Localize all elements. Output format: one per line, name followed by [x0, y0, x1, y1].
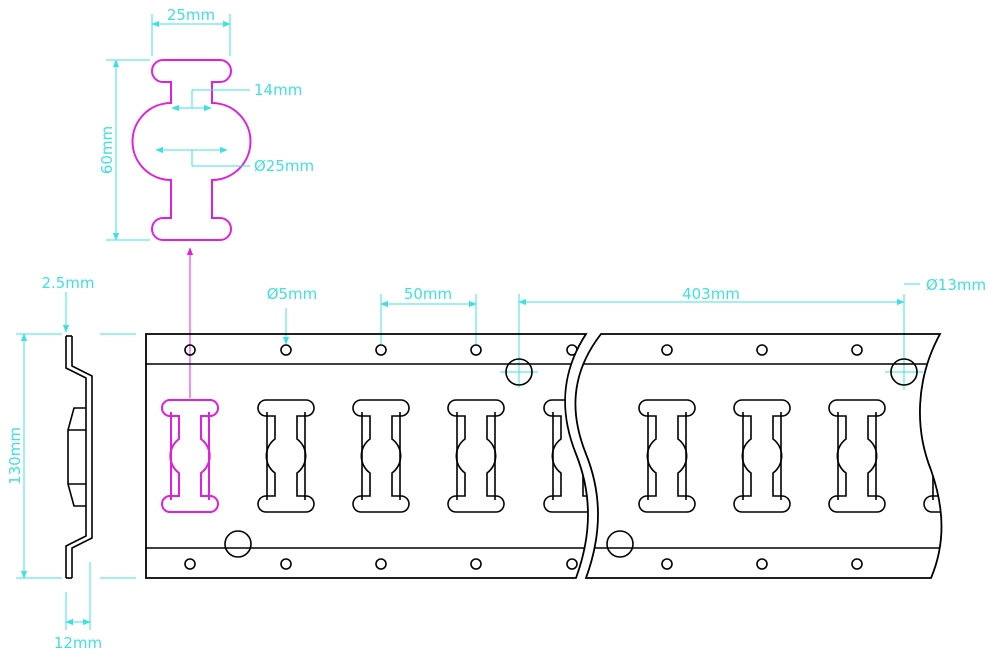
- label-span: 403mm: [682, 285, 740, 303]
- rail-hole-bottom: [470, 558, 482, 570]
- rail-hole-top: [661, 344, 673, 356]
- rail-hole-bottom: [184, 558, 196, 570]
- rail-slot: [257, 399, 315, 513]
- rail-slot: [352, 399, 410, 513]
- rail-mount-hole: [505, 358, 533, 386]
- rail-slot: [828, 399, 886, 513]
- rail-right-section: [574, 333, 943, 579]
- rail-hole-top: [756, 344, 768, 356]
- dimension-lines: [16, 14, 923, 630]
- rail-mount-hole: [890, 358, 918, 386]
- rail-hole-bottom: [851, 558, 863, 570]
- slot-detail-outline: [131, 59, 252, 241]
- rail-hole-top: [184, 344, 196, 356]
- rail-slot: [447, 399, 505, 513]
- rail-mount-hole: [224, 530, 252, 558]
- label-mount-hole-diameter: Ø13mm: [926, 276, 986, 294]
- rail-hole-top: [851, 344, 863, 356]
- rail-hole-top: [280, 344, 292, 356]
- label-slot-width: 25mm: [167, 6, 215, 24]
- rail-slot: [638, 399, 696, 513]
- label-hole-diameter: Ø5mm: [267, 285, 318, 303]
- label-neck-width: 14mm: [254, 81, 302, 99]
- label-hole-pitch: 50mm: [404, 285, 452, 303]
- rail-left-section: [145, 333, 589, 579]
- rail-hole-top: [375, 344, 387, 356]
- rail-hole-bottom: [756, 558, 768, 570]
- rail-hole-bottom: [661, 558, 673, 570]
- label-slot-height: 60mm: [98, 126, 116, 174]
- rail-slot: [733, 399, 791, 513]
- rail-hole-bottom: [375, 558, 387, 570]
- highlighted-slot-outline: [161, 399, 219, 513]
- highlighted-slot: [161, 399, 219, 513]
- label-profile-depth: 12mm: [54, 634, 102, 652]
- label-rail-height: 130mm: [6, 427, 24, 485]
- dimension-labels: 25mm 14mm Ø25mm 60mm 2.5mm 130mm 12mm Ø5…: [6, 6, 986, 652]
- label-circle-diameter: Ø25mm: [254, 157, 314, 175]
- rail-side-profile: [65, 335, 93, 579]
- rail-hole-top: [470, 344, 482, 356]
- rail-hole-bottom: [566, 558, 578, 570]
- rail-mount-hole: [606, 530, 634, 558]
- slot-detail-view: [131, 59, 252, 398]
- label-thickness: 2.5mm: [41, 274, 94, 292]
- rail-hole-bottom: [280, 558, 292, 570]
